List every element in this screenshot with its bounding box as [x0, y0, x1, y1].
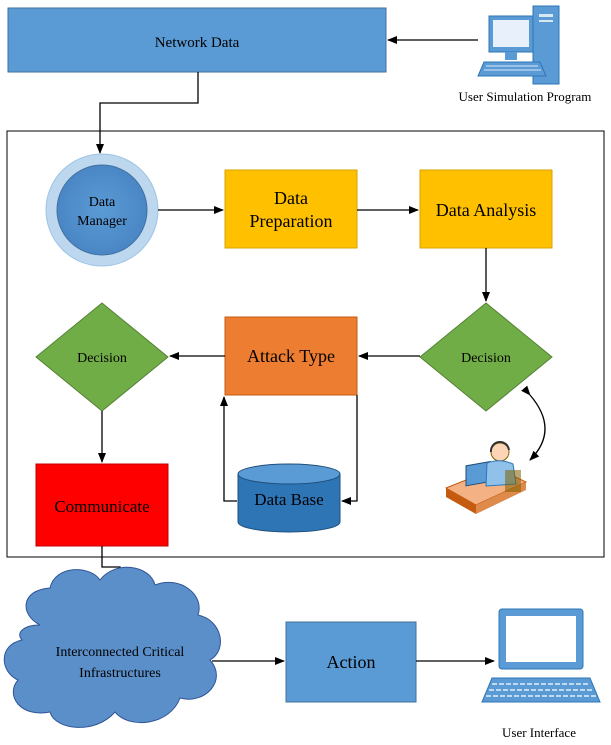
data-preparation-box — [224, 169, 358, 249]
decision-right-diamond — [419, 302, 553, 412]
action-label: Action — [327, 652, 376, 672]
network-data-label: Network Data — [155, 35, 240, 51]
decision-right-label: Decision — [461, 351, 511, 366]
attack-type-label: Attack Type — [247, 346, 335, 366]
system-boundary — [6, 130, 605, 558]
decision-left-label: Decision — [77, 351, 127, 366]
data-base-label: Data Base — [254, 490, 323, 509]
communicate-label: Communicate — [54, 497, 149, 516]
data-analysis-label: Data Analysis — [436, 200, 537, 220]
desktop-computer-icon — [477, 5, 560, 85]
cloud-label-line1: Interconnected Critical — [56, 645, 185, 660]
communicate-box — [35, 463, 169, 547]
network-data-box — [7, 7, 387, 73]
cloud-label-line2: Infrastructures — [79, 666, 161, 681]
data-manager-label-line1: Data — [89, 195, 116, 210]
monitor-keyboard-icon — [481, 608, 601, 703]
data-preparation-line2: Preparation — [250, 211, 333, 231]
user-simulation-label: User Simulation Program — [459, 89, 592, 104]
user-interface-label: User Interface — [502, 725, 576, 740]
data-base-cylinder — [237, 463, 341, 533]
operator-at-desk-icon — [444, 441, 528, 514]
data-preparation-line1: Data — [274, 188, 308, 208]
data-manager-label-line2: Manager — [77, 214, 127, 229]
action-box — [285, 621, 417, 703]
interconnected-infrastructures-cloud — [3, 566, 221, 728]
